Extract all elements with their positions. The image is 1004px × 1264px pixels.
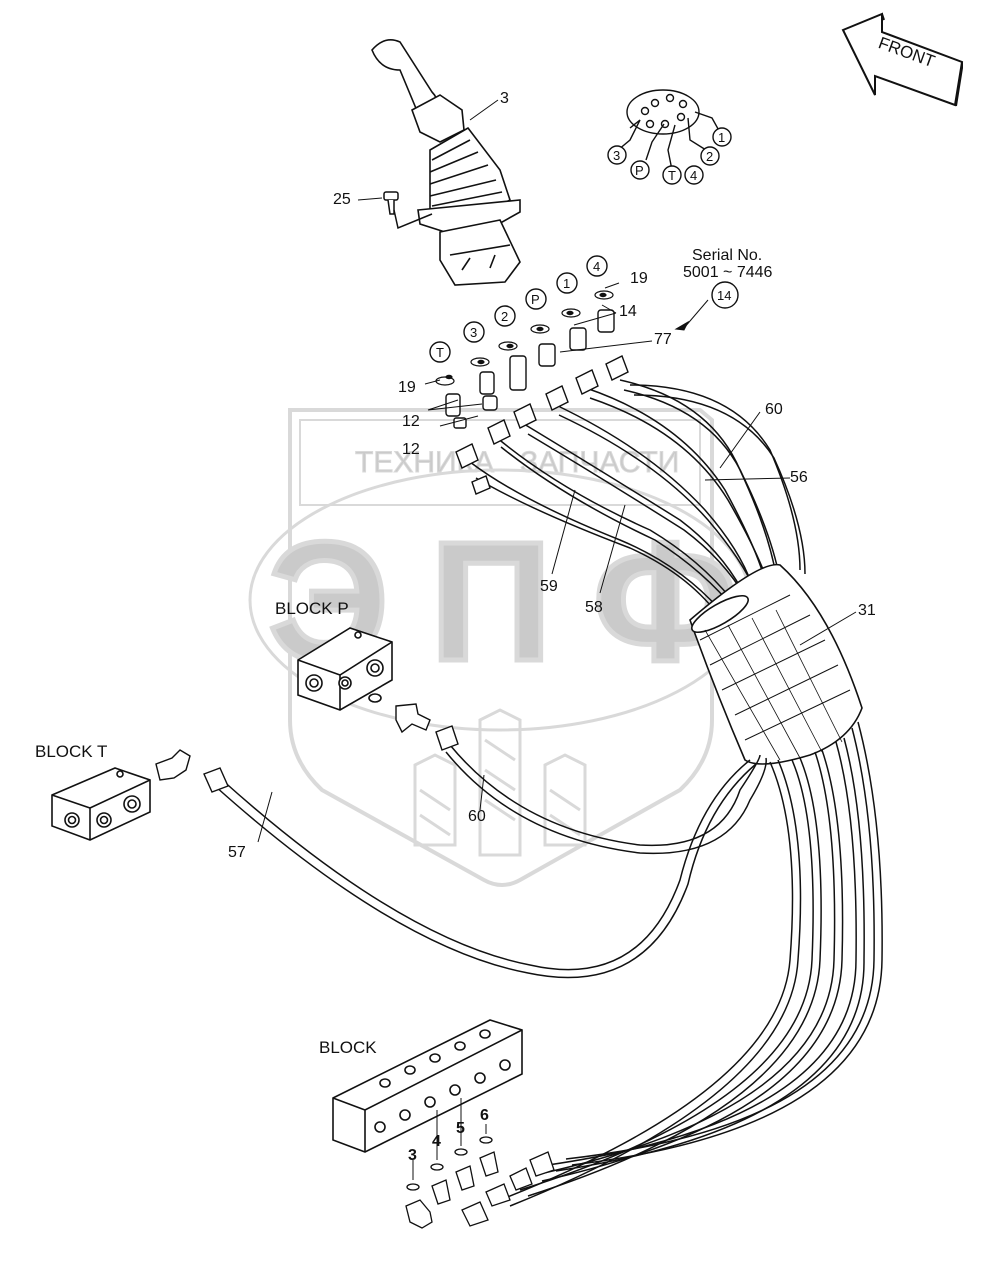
bolt-25 [383, 191, 433, 230]
callout-12-a: 12 [402, 413, 420, 430]
hose-bundle-upper [469, 379, 806, 621]
callout-14: 14 [619, 303, 637, 320]
port-t-label: T [436, 345, 444, 360]
protective-sleeve [689, 563, 863, 765]
callout-labels: 3 25 19 14 77 19 12 12 60 56 31 59 58 60… [228, 90, 876, 861]
callout-31: 31 [858, 602, 876, 619]
pin-4-label: 4 [690, 168, 697, 183]
pin-diagram [607, 89, 732, 185]
pin-3-label: 3 [613, 148, 620, 163]
hose-fittings-upper [455, 355, 629, 495]
manifold-block [332, 1019, 523, 1153]
pin-p-label: P [635, 163, 644, 178]
leader-lines [257, 99, 857, 1180]
watermark: ТЕХНИКА ЗАПЧАСТИ ЭПФ [248, 408, 752, 887]
port-2-label: 2 [501, 309, 508, 324]
callout-60-lower: 60 [468, 808, 486, 825]
port-4-label: 4 [593, 259, 600, 274]
block-labels: BLOCK P BLOCK T BLOCK 3 4 5 6 [35, 599, 489, 1164]
callout-12-b: 12 [402, 441, 420, 458]
front-arrow: FRONT [841, 12, 964, 107]
block-port-6: 6 [480, 1107, 489, 1124]
port-circle-labels: T 3 2 P 1 4 14 [436, 259, 731, 360]
serial-line-2: 5001 ~ 7446 [683, 264, 773, 281]
pin-t-label: T [668, 168, 676, 183]
callout-58: 58 [585, 599, 603, 616]
block-t-label: BLOCK T [35, 742, 107, 761]
tee-fittings [395, 703, 459, 751]
serial-line-1: Serial No. [692, 247, 762, 264]
callout-25: 25 [333, 191, 351, 208]
elbow-fitting-t [155, 749, 229, 793]
callout-3: 3 [500, 90, 509, 107]
callout-60-upper: 60 [765, 401, 783, 418]
pin-labels: 3 P T 4 2 1 [613, 130, 725, 183]
block-label: BLOCK [319, 1038, 377, 1057]
port-1-label: 1 [563, 276, 570, 291]
port-p-label: P [531, 292, 540, 307]
adapters [445, 309, 615, 429]
joystick [371, 39, 521, 286]
hose-bundle-lower [214, 721, 883, 1207]
block-p-label: BLOCK P [275, 599, 349, 618]
block-port-3: 3 [408, 1147, 417, 1164]
block-fittings [405, 1136, 555, 1229]
callout-57: 57 [228, 844, 246, 861]
pin-1-label: 1 [718, 130, 725, 145]
watermark-text-2: ЗАПЧАСТИ [520, 446, 679, 479]
pin-2-label: 2 [706, 149, 713, 164]
port-3-label: 3 [470, 325, 477, 340]
callout-14-circled: 14 [717, 288, 731, 303]
callout-59: 59 [540, 578, 558, 595]
block-port-4: 4 [432, 1133, 441, 1150]
callout-19-left: 19 [398, 379, 416, 396]
block-t [51, 767, 151, 841]
callout-19-top: 19 [630, 270, 648, 287]
block-port-5: 5 [456, 1120, 465, 1137]
port-circles [429, 255, 739, 363]
callout-56: 56 [790, 469, 808, 486]
callout-77: 77 [654, 331, 672, 348]
orings [435, 290, 614, 386]
block-p [297, 627, 393, 711]
